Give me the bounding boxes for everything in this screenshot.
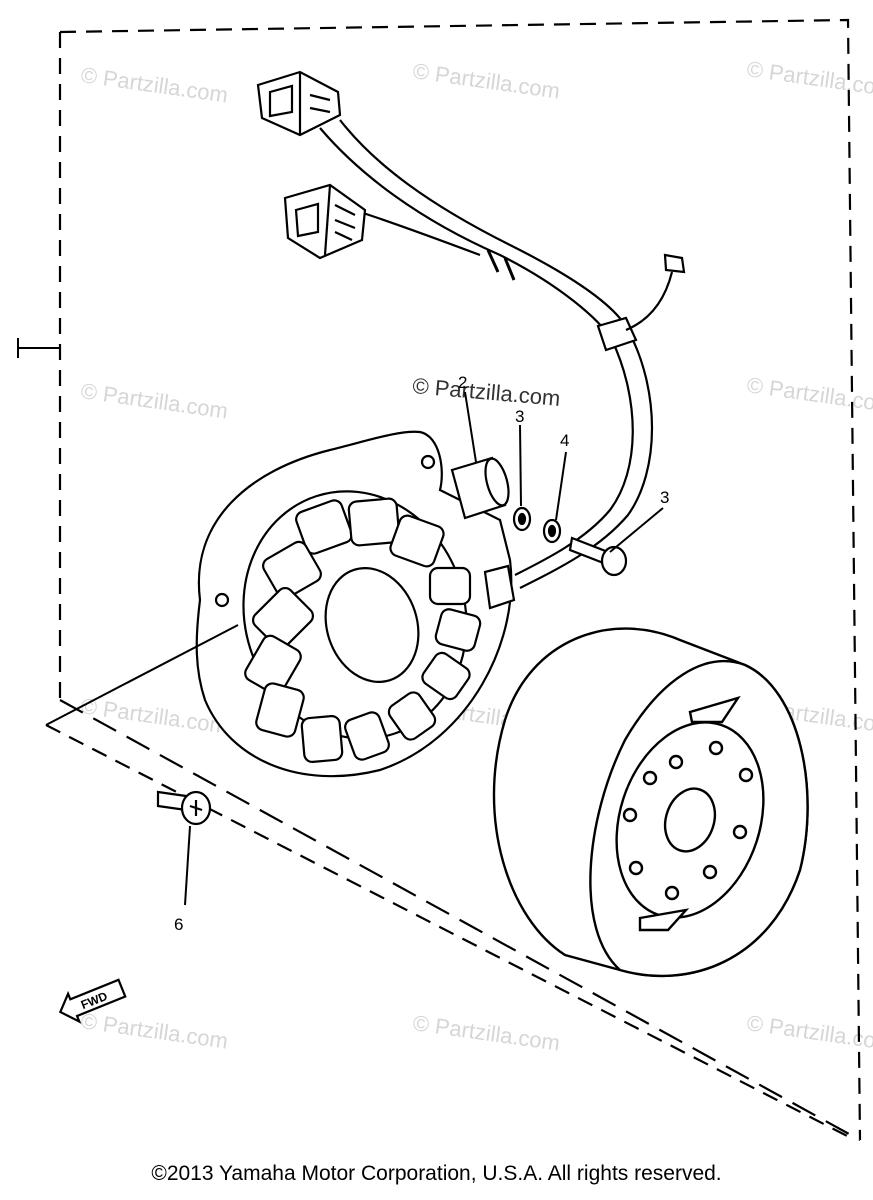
- lock-washer: [542, 518, 562, 544]
- stator-bracket-hole: [420, 454, 436, 470]
- callout-3-bolt: 3: [660, 488, 669, 507]
- watermark: © Partzilla.com: [79, 62, 229, 107]
- callout-2: 2: [458, 373, 467, 392]
- watermark: © Partzilla.com: [79, 378, 229, 423]
- stator-assembly: [195, 430, 516, 778]
- callout-3-washer: 3: [515, 407, 524, 426]
- watermark: © Partzilla.com: [412, 373, 562, 411]
- watermark: © Partzilla.com: [411, 58, 561, 103]
- stator-core-hole: [324, 567, 420, 683]
- rotor-slot-bottom: [638, 908, 690, 932]
- watermark: © Partzilla.com: [411, 1010, 561, 1055]
- copyright-notice: ©2013 Yamaha Motor Corporation, U.S.A. A…: [151, 1162, 722, 1185]
- clamp-bolt: [568, 536, 628, 577]
- wiring-harness: [319, 119, 686, 589]
- callout-6: 6: [174, 915, 183, 934]
- stator-lead-grommet: [483, 564, 516, 610]
- mounting-screw: [156, 790, 212, 826]
- callout-leaders: [45, 391, 664, 906]
- flywheel-rotor: [492, 627, 809, 978]
- wire-clamp: [450, 456, 510, 520]
- rotor-hub: [663, 787, 717, 853]
- plain-washer: [512, 506, 532, 532]
- rotor-bolt-holes: [622, 740, 754, 901]
- rotor-slot-top: [688, 695, 741, 724]
- stator-screw-hole: [214, 592, 230, 608]
- assembly-boundary: [45, 18, 862, 1141]
- watermark: © Partzilla.com: [79, 1008, 229, 1053]
- harness-connector-upper: [256, 70, 342, 137]
- watermark: © Partzilla.com: [745, 56, 873, 101]
- stator-windings: [244, 497, 482, 764]
- callout-4: 4: [560, 431, 569, 450]
- watermark: © Partzilla.com: [745, 372, 873, 417]
- harness-connector-lower: [283, 183, 367, 260]
- fwd-arrow-icon: FWD: [58, 978, 127, 1024]
- watermark: © Partzilla.com: [745, 1010, 873, 1055]
